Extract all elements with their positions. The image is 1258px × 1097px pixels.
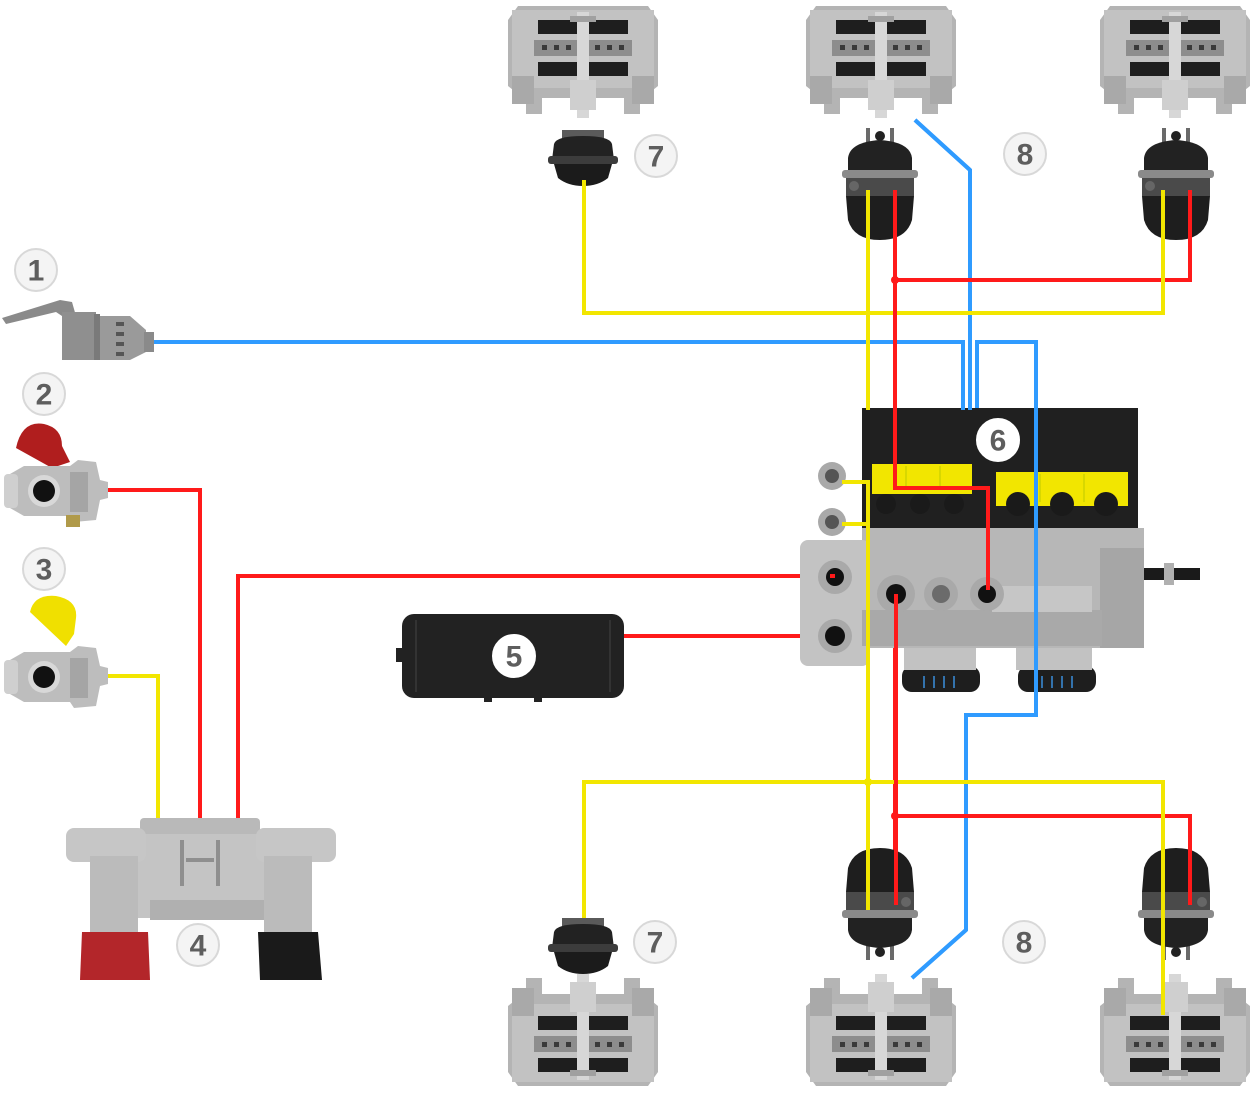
label-2: 2	[22, 372, 66, 416]
label-5-text: 5	[506, 641, 523, 674]
component-3-coupling-head-yellow[interactable]	[4, 595, 108, 708]
label-6: 6	[976, 418, 1020, 462]
label-8-bottom: 8	[1002, 920, 1046, 964]
yellow-cap-icon	[30, 595, 77, 646]
label-8-top: 8	[1003, 132, 1047, 176]
label-1-text: 1	[28, 255, 45, 288]
supply-line-4-to-6	[236, 574, 830, 820]
overlay-lines	[830, 400, 1038, 760]
component-2-coupling-head-red[interactable]	[4, 423, 108, 528]
label-7-bottom: 7	[633, 920, 677, 964]
label-7-bottom-text: 7	[647, 927, 664, 960]
label-1: 1	[14, 248, 58, 292]
service-line-3-to-4	[105, 674, 160, 820]
supply-line-2-to-4	[105, 488, 202, 820]
label-6-text: 6	[990, 425, 1007, 458]
component-8-bottom-left-spring-brake[interactable]	[806, 848, 956, 1086]
overlay-lines-top	[582, 118, 1192, 820]
component-4-park-release-valve[interactable]	[66, 818, 336, 980]
label-4: 4	[176, 923, 220, 967]
label-3-text: 3	[36, 554, 53, 587]
component-8-top-left-spring-brake[interactable]	[806, 6, 956, 240]
label-7-top-text: 7	[648, 141, 665, 174]
component-8-bottom-right-spring-brake[interactable]	[1100, 848, 1250, 1086]
label-8-bottom-text: 8	[1016, 927, 1033, 960]
label-7-top: 7	[634, 134, 678, 178]
label-5: 5	[492, 634, 536, 678]
control-line-1-to-6	[150, 340, 965, 410]
component-8-top-right-spring-brake[interactable]	[1100, 6, 1250, 240]
overlay-lines-bottom	[582, 700, 1192, 1015]
label-4-text: 4	[190, 930, 207, 963]
label-2-text: 2	[36, 379, 53, 412]
red-cap-icon	[16, 423, 70, 468]
component-1-electrical-connector[interactable]	[2, 300, 154, 360]
label-3: 3	[22, 547, 66, 591]
label-8-top-text: 8	[1017, 139, 1034, 172]
